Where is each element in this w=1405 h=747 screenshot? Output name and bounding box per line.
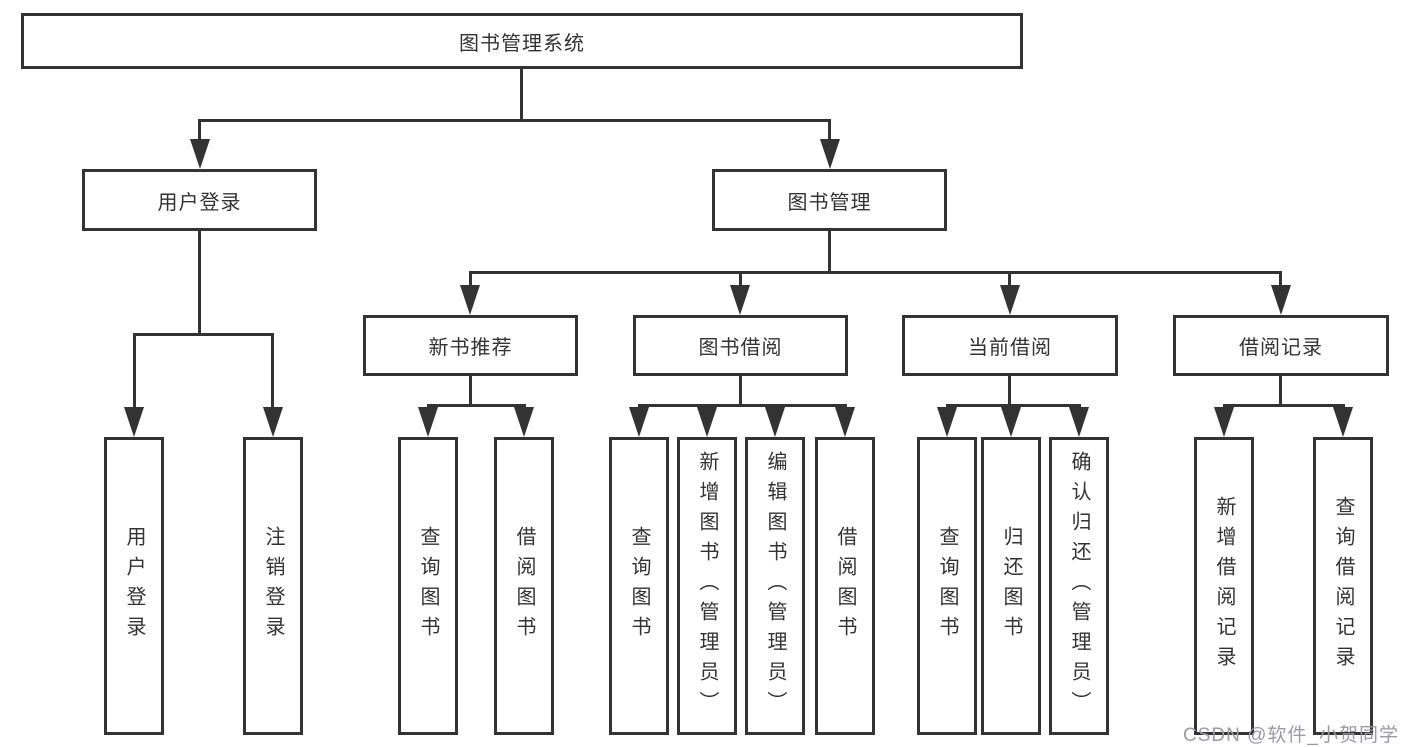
connector-line	[739, 271, 742, 288]
leaf-label: 新增借阅记录	[1213, 496, 1235, 676]
arrowhead-down-icon	[697, 407, 717, 437]
leaf-add-borrow-record: 新增借阅记录	[1194, 437, 1254, 735]
arrowhead-down-icon	[629, 407, 649, 437]
leaf-return-book: 归还图书	[981, 437, 1041, 735]
connector-line	[198, 231, 201, 335]
arrowhead-down-icon	[418, 407, 438, 437]
connector-line	[739, 375, 742, 407]
node-label: 图书管理	[787, 191, 872, 214]
leaf-query-book-borrow: 查询图书	[609, 437, 669, 735]
connector-line	[520, 68, 523, 121]
leaf-label: 查询借阅记录	[1332, 496, 1354, 676]
node-label: 图书管理系统	[459, 32, 585, 55]
node-label: 借阅记录	[1239, 337, 1323, 359]
connector-line	[271, 333, 274, 410]
connector-line	[946, 404, 1081, 407]
arrowhead-down-icon	[460, 285, 480, 315]
arrowhead-down-icon	[1069, 407, 1089, 437]
connector-line	[1279, 375, 1282, 407]
connector-line	[828, 119, 831, 142]
arrowhead-down-icon	[937, 407, 957, 437]
node-book-management: 图书管理	[712, 169, 947, 231]
node-label: 当前借阅	[968, 337, 1052, 359]
leaf-borrow-book: 借阅图书	[815, 437, 875, 735]
leaf-label: 查询图书	[628, 526, 650, 646]
leaf-label: 查询图书	[417, 526, 439, 646]
connector-line	[469, 271, 1281, 274]
arrowhead-down-icon	[820, 139, 840, 169]
node-current-borrow: 当前借阅	[902, 315, 1118, 376]
leaf-label: 注销登录	[262, 526, 284, 646]
connector-line	[1279, 271, 1282, 288]
leaf-query-book-current: 查询图书	[917, 437, 977, 735]
connector-line	[1223, 404, 1345, 407]
connector-line	[1008, 375, 1011, 407]
node-new-book-recommend: 新书推荐	[363, 315, 578, 376]
arrowhead-down-icon	[835, 407, 855, 437]
node-book-borrow: 图书借阅	[633, 315, 848, 376]
connector-line	[828, 231, 831, 273]
leaf-label: 用户登录	[123, 526, 145, 646]
leaf-query-book-recommend: 查询图书	[398, 437, 458, 735]
connector-line	[198, 119, 831, 122]
connector-line	[133, 333, 274, 336]
connector-line	[469, 271, 472, 288]
arrowhead-down-icon	[124, 407, 144, 437]
connector-line	[133, 333, 136, 410]
arrowhead-down-icon	[1000, 285, 1020, 315]
connector-line	[469, 375, 472, 407]
csdn-watermark: CSDN @软件_小贺同学	[1183, 725, 1399, 746]
leaf-label: 编辑图书（管理员）	[764, 451, 786, 721]
connector-line	[427, 404, 526, 407]
connector-line	[1008, 271, 1011, 288]
leaf-borrow-book-recommend: 借阅图书	[494, 437, 554, 735]
arrowhead-down-icon	[1333, 407, 1353, 437]
leaf-label: 查询图书	[936, 526, 958, 646]
connector-line	[198, 119, 201, 142]
arrowhead-down-icon	[730, 285, 750, 315]
node-user-login: 用户登录	[82, 169, 317, 231]
node-label: 用户登录	[157, 191, 242, 214]
leaf-query-borrow-record: 查询借阅记录	[1313, 437, 1373, 735]
leaf-user-login: 用户登录	[104, 437, 164, 735]
node-borrow-records: 借阅记录	[1173, 315, 1389, 376]
leaf-add-book-admin: 新增图书（管理员）	[677, 437, 737, 735]
leaf-confirm-return-admin: 确认归还（管理员）	[1049, 437, 1109, 735]
node-root-library-system: 图书管理系统	[21, 13, 1023, 69]
arrowhead-down-icon	[263, 407, 283, 437]
leaf-label: 借阅图书	[513, 526, 535, 646]
arrowhead-down-icon	[765, 407, 785, 437]
leaf-label: 借阅图书	[834, 526, 856, 646]
node-label: 新书推荐	[428, 337, 513, 359]
connector-line	[638, 404, 847, 407]
leaf-label: 确认归还（管理员）	[1068, 451, 1090, 721]
leaf-label: 归还图书	[1000, 526, 1022, 646]
node-label: 图书借阅	[698, 337, 783, 359]
leaf-edit-book-admin: 编辑图书（管理员）	[745, 437, 805, 735]
arrowhead-down-icon	[190, 139, 210, 169]
arrowhead-down-icon	[1214, 407, 1234, 437]
leaf-logout: 注销登录	[243, 437, 303, 735]
arrowhead-down-icon	[1001, 407, 1021, 437]
leaf-label: 新增图书（管理员）	[696, 451, 718, 721]
arrowhead-down-icon	[1271, 285, 1291, 315]
arrowhead-down-icon	[514, 407, 534, 437]
